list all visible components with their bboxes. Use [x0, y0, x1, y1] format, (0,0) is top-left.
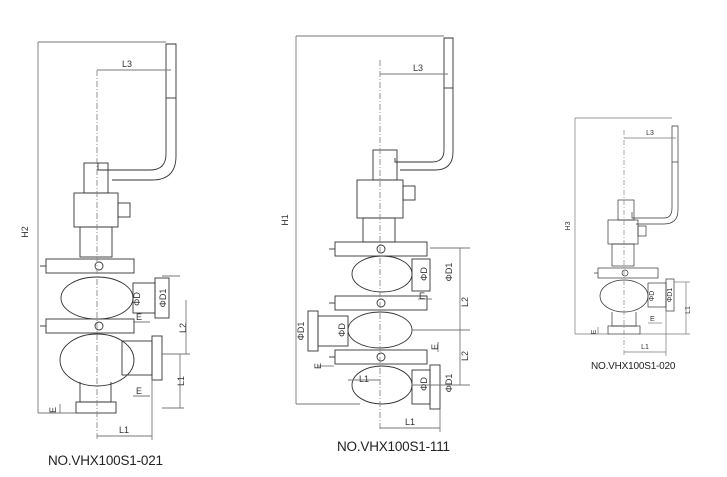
- label-l2-upper: L2: [460, 297, 470, 307]
- label-l1-horizontal: L1: [641, 344, 649, 351]
- drawing-vhx100s1-021: [37, 41, 190, 440]
- label-e-outlet: E: [48, 407, 58, 413]
- label-e-right: E: [650, 316, 655, 323]
- label-d1: ΦD1: [158, 289, 168, 308]
- label-e-upper: E: [136, 312, 142, 322]
- stem-2: [372, 149, 398, 181]
- knob-2: [402, 185, 416, 201]
- label-l2: L2: [178, 323, 188, 333]
- label-d1-top: ΦD1: [444, 263, 454, 282]
- handle-2: [394, 37, 454, 171]
- label-l1-vertical: L1: [176, 376, 186, 386]
- label-d1-left: ΦD1: [296, 322, 306, 341]
- body-a-2: [351, 255, 413, 293]
- clamp-mid-1: [45, 318, 135, 334]
- label-d: ΦD: [132, 292, 142, 306]
- caption-vhx100s1-020: NO.VHX100S1-020: [591, 361, 676, 372]
- label-h1: H1: [280, 214, 290, 226]
- label-e-right: E: [430, 344, 440, 350]
- drawing1-labels: H2 L3 ΦD ΦD1 L2 L1 L1 E E E: [20, 59, 188, 435]
- label-d-left: ΦD: [337, 323, 347, 337]
- clamp-top-1: [45, 258, 135, 274]
- label-l1-bottom: L1: [405, 417, 415, 427]
- label-h2: H2: [20, 226, 30, 238]
- body-c-2: [351, 365, 413, 405]
- label-d-bottom: ΦD: [419, 377, 429, 391]
- stem-3: [617, 199, 635, 221]
- label-l3: L3: [122, 59, 132, 69]
- drawing3-labels: H3 L3 ΦD ΦD1 L1 L1 E E: [565, 130, 692, 351]
- label-l1-vertical: L1: [685, 306, 692, 314]
- caption-vhx100s1-111: NO.VHX100S1-111: [337, 439, 450, 454]
- drawing-vhx100s1-111: [295, 35, 470, 432]
- drawing2-labels: H1 L3 ΦD ΦD1 ΦD1 ΦD ΦD ΦD1 L2 L2 L1 L1 E…: [280, 63, 470, 427]
- label-l1-left: L1: [359, 374, 369, 384]
- stem-1: [83, 162, 109, 194]
- handle-3: [631, 125, 679, 225]
- knob-1: [117, 202, 131, 218]
- clamp-a-2: [334, 241, 428, 257]
- label-d: ΦD: [649, 291, 656, 302]
- label-l3: L3: [646, 130, 654, 137]
- label-h3: H3: [565, 221, 572, 230]
- actuator-3: [607, 219, 639, 245]
- handle-1: [97, 43, 177, 181]
- label-e-left: E: [591, 329, 598, 334]
- drawing-vhx100s1-020: [574, 117, 690, 356]
- label-l3: L3: [413, 63, 423, 73]
- knob-3: [637, 225, 647, 237]
- clamp-b-2: [334, 295, 428, 311]
- label-d1-bottom: ΦD1: [444, 374, 454, 393]
- label-e-lower: E: [136, 386, 142, 396]
- label-d1: ΦD1: [667, 288, 674, 303]
- label-e-upper: E: [419, 291, 425, 301]
- label-e-left: E: [313, 363, 323, 369]
- label-d-top: ΦD: [419, 267, 429, 281]
- label-l2-lower: L2: [460, 351, 470, 361]
- clamp-c-2: [334, 349, 428, 365]
- label-l1-horizontal: L1: [119, 425, 129, 435]
- actuator-1: [73, 192, 119, 228]
- caption-vhx100s1-021: NO.VHX100S1-021: [48, 453, 163, 468]
